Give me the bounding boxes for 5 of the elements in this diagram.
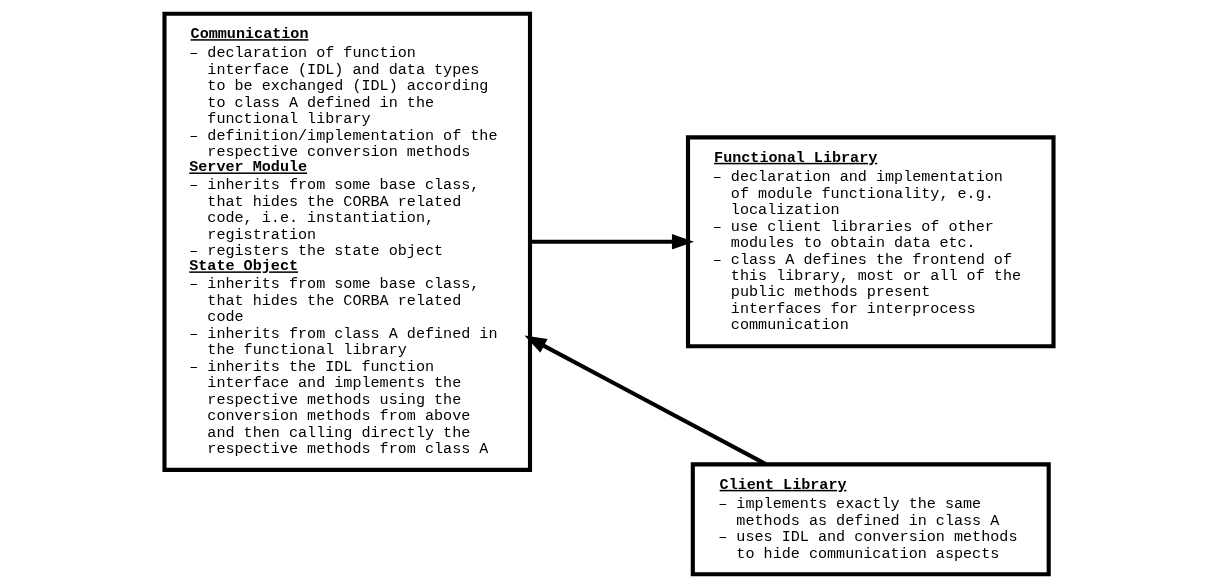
arrow [524,335,767,467]
node-box: Client Library – implements exactly the same methods as defined in class A – uses IDL and conversion methods to hide communication aspects [690,462,1051,577]
node-box: Functional Library – declaration and implementation of module functionality, e.g. localization – use client libraries of other modules to obtain data etc. – class A defines the frontend of this library, most or all of the public methods present interfaces for interprocess communication [685,135,1056,349]
node-box: Communication – declaration of function interface (IDL) and data types to be exchanged (IDL) according to class A defined in the functional library – definition/implementation of the respective conversion methods Server Module – inherits from some base class, that hides the CORBA related code, i.e. instantiation, registration – registers the state object State Object – inherits from some base class, that hides the CORBA related code – inherits from class A defined in the functional library – inherits the IDL function interface and implements the respective methods using the conversion methods from above and then calling directly the respective methods from class A [162,11,533,472]
arrow [530,234,694,250]
